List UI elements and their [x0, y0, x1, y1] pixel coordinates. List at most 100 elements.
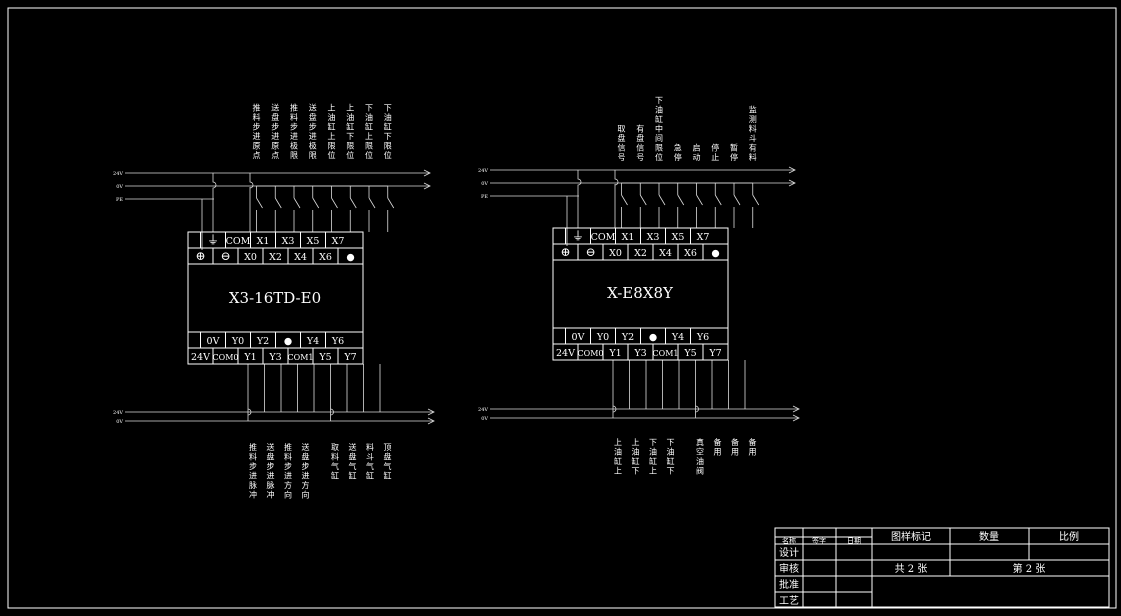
terminal-in-top-4: X5 — [672, 232, 685, 243]
plc2-input-label-7-char: 斗 — [749, 134, 757, 143]
rail-arrow — [792, 405, 800, 413]
plc2-output-label-5-char: 备 — [714, 437, 722, 447]
terminal-out-bot-1: COM0 — [578, 349, 604, 358]
terminal-in-bot-2: X0 — [609, 248, 622, 259]
terminal-in-top-0: ⏚ — [572, 229, 584, 243]
plc1-output-label-2-char: 向 — [284, 490, 292, 500]
plc1-input-label-5-char: 油 — [346, 112, 354, 122]
plc1-input-label-7-char: 缸 — [384, 122, 392, 132]
plc2-input-label-0-char: 信 — [618, 143, 626, 153]
plc2-output-label-5: 备用 — [714, 437, 722, 457]
rail-arrow — [792, 414, 800, 422]
terminal-in-bot-1: ⊖ — [585, 245, 595, 259]
terminal-out-top-3: ● — [649, 332, 657, 343]
switch-contact-2 — [658, 194, 666, 206]
plc1-input-label-1-char: 原 — [271, 142, 279, 151]
plc2-output-label-0-char: 油 — [614, 447, 622, 457]
plc1-input-label-2-char: 步 — [290, 123, 298, 132]
plc-1-input-labels: 推料步进原点送盘步进原点推料步进极限送盘步进极限上油缸上限位上油缸下限位下油缸上… — [253, 103, 392, 161]
terminal-in-bot-1: ⊖ — [220, 249, 230, 263]
plc1-input-label-3-char: 限 — [309, 151, 317, 160]
terminal-out-bot-2: Y1 — [608, 348, 621, 359]
plc1-output-label-3-char: 进 — [302, 472, 310, 481]
plc1-output-label-5-char: 气 — [349, 461, 357, 471]
plc1-input-label-7-char: 位 — [384, 150, 392, 160]
plc2-input-label-3-char: 急 — [674, 143, 682, 153]
rail-top-label-0: 24V — [478, 168, 488, 174]
plc1-input-label-5-char: 限 — [346, 142, 354, 151]
plc1-input-label-4-char: 缸 — [328, 122, 336, 132]
switch-contact-3 — [677, 194, 685, 206]
plc2-output-label-4-char: 空 — [696, 447, 704, 457]
plc2-output-label-2-char: 下 — [649, 438, 657, 447]
plc1-output-label-0-char: 脉 — [249, 480, 257, 490]
plc2-output-label-7-char: 用 — [749, 448, 757, 457]
terminal-in-bot-0: ⊕ — [560, 245, 570, 259]
switch-contact-7 — [752, 194, 760, 206]
tb-row-design: 设计 — [779, 546, 799, 559]
plc1-output-label-4-char: 取 — [331, 443, 339, 452]
plc1-input-label-7-char: 下 — [384, 104, 392, 113]
switch-contact-0 — [256, 197, 263, 209]
plc2-input-label-1-char: 号 — [636, 153, 644, 162]
plc1-input-label-3-char: 步 — [309, 123, 317, 132]
terminal-out-top-2: Y2 — [621, 332, 634, 343]
plc2-input-label-4-char: 动 — [693, 152, 701, 162]
plc1-output-label-0-char: 进 — [249, 472, 257, 481]
terminal-in-top-4: X5 — [307, 236, 320, 247]
switch-contact-3 — [312, 197, 320, 209]
plc1-input-label-4-char: 油 — [328, 112, 336, 122]
terminal-in-bot-0: ⊕ — [195, 249, 205, 263]
plc2-input-label-7-char: 有 — [749, 143, 757, 153]
plc1-input-label-7-char: 下 — [384, 132, 392, 141]
rail-bottom-label-1: 0V — [481, 416, 488, 422]
plc1-input-label-0-char: 料 — [253, 112, 261, 122]
plc1-output-label-6-char: 料 — [366, 442, 374, 452]
rail-arrow — [788, 179, 796, 187]
switch-contact-5 — [714, 194, 722, 206]
plc2-output-label-2-char: 油 — [649, 447, 657, 457]
plc1-input-label-5-char: 缸 — [346, 122, 354, 132]
terminal-out-top-0: 0V — [572, 332, 585, 343]
plc1-input-label-2-char: 推 — [290, 103, 298, 113]
plc1-input-label-7-char: 油 — [384, 112, 392, 122]
plc2-output-label-5-char: 用 — [714, 448, 722, 457]
plc2-input-label-7-char: 料 — [749, 124, 757, 134]
plc1-output-label-4-char: 气 — [331, 461, 339, 471]
plc1-output-label-7-char: 缸 — [384, 471, 392, 481]
rail-bottom-label-0: 24V — [478, 407, 488, 413]
plc1-output-label-3-char: 方 — [302, 480, 310, 490]
plc1-input-label-0-char: 点 — [253, 151, 261, 160]
tb-sheet-number: 第 2 张 — [1013, 562, 1046, 575]
plc2-input-label-0-char: 盘 — [618, 133, 626, 143]
plc2-input-label-6-char: 暂 — [730, 143, 738, 153]
crossing-arc — [247, 408, 252, 416]
plc2-output-label-0-char: 缸 — [614, 456, 622, 466]
switch-contact-4 — [331, 197, 338, 209]
plc2-input-label-5: 停止 — [711, 143, 719, 163]
plc1-output-label-5-char: 盘 — [349, 452, 357, 462]
terminal-in-bot-6: ● — [711, 248, 719, 259]
plc2-input-label-6: 暂停 — [730, 143, 738, 163]
plc1-input-label-4-char: 位 — [328, 150, 336, 160]
plc1-output-label-1-char: 盘 — [267, 452, 275, 462]
terminal-out-bot-6: Y7 — [343, 352, 356, 363]
plc1-input-label-3-char: 盘 — [309, 112, 317, 122]
terminal-out-top-3: ● — [284, 336, 292, 347]
com-drop — [614, 170, 619, 228]
plc2-input-label-2-char: 缸 — [655, 114, 663, 124]
rail-top-label-0: 24V — [113, 171, 123, 177]
plc1-input-label-0-char: 进 — [253, 132, 261, 141]
plc1-input-label-1-char: 点 — [271, 151, 279, 160]
